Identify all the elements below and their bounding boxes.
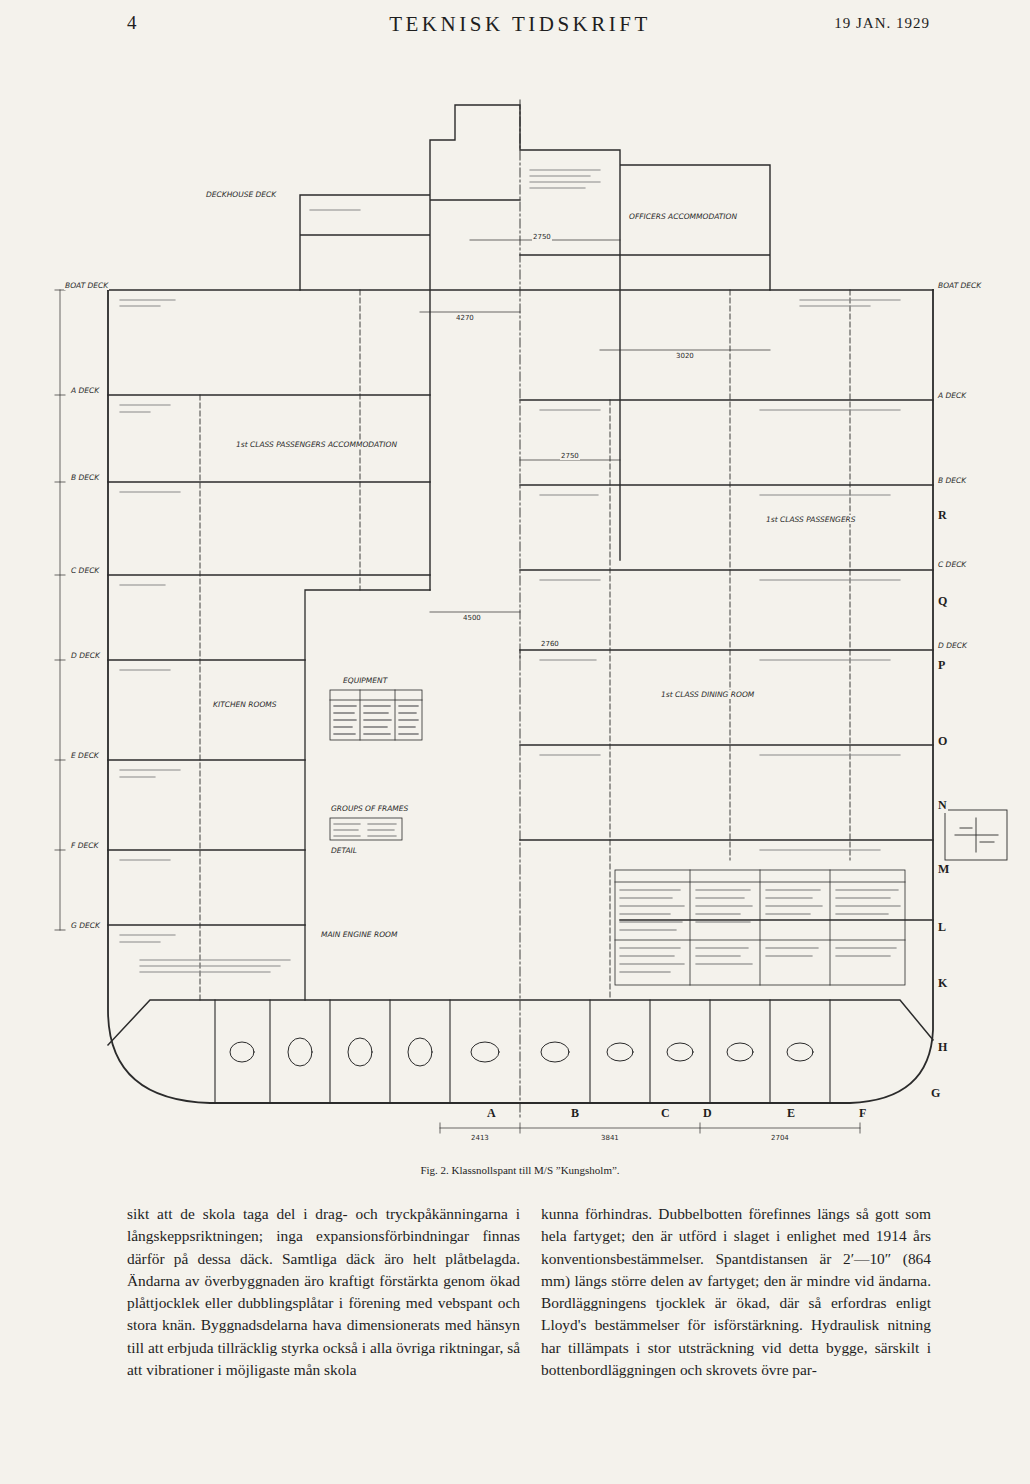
dimension-line: [440, 1123, 860, 1133]
deck-name: BOAT DECK: [64, 281, 109, 290]
dimension: 2704: [770, 1134, 790, 1142]
frame-letter: L: [937, 920, 947, 935]
scantling-table: [615, 870, 905, 985]
dimension: 2750: [560, 452, 580, 460]
centre-line: [520, 100, 521, 1118]
lightening-hole: [541, 1042, 569, 1062]
space-name: 1st CLASS DINING ROOM: [660, 690, 755, 699]
deck-name: A DECK: [937, 391, 967, 400]
table-frame: [330, 818, 402, 840]
frame-letter: M: [937, 862, 950, 877]
table-frame: [615, 870, 905, 985]
lightening-hole: [727, 1043, 753, 1061]
detail-sketch: [945, 810, 1007, 860]
space-name: OFFICERS ACCOMMODATION: [628, 212, 738, 221]
table-entries: [620, 890, 900, 972]
detail-box: [945, 810, 1007, 860]
deck-name: B DECK: [70, 473, 100, 482]
frame-letter: Q: [937, 594, 948, 609]
deck-name: E DECK: [70, 751, 100, 760]
engine-casing: [305, 590, 430, 1000]
frame-letter: O: [937, 734, 948, 749]
dimension: 2413: [470, 1134, 490, 1142]
strake-letter: F: [858, 1106, 867, 1121]
hull-outline: [108, 290, 933, 1103]
figure-caption: Fig. 2. Klassnollspant till M/S ”Kungsho…: [420, 1164, 619, 1176]
frame-letter: K: [937, 976, 948, 991]
strake-letter: A: [486, 1106, 497, 1121]
strake-letter: D: [702, 1106, 713, 1121]
frames-table: [330, 818, 402, 840]
space-name: 1st CLASS PASSENGERS: [765, 515, 857, 524]
lightening-hole: [471, 1042, 499, 1062]
dimension: 2750: [532, 233, 552, 241]
space-name: KITCHEN ROOMS: [212, 700, 278, 709]
deck-name: DECKHOUSE DECK: [205, 190, 277, 199]
deck-name: BOAT DECK: [937, 281, 982, 290]
deck-name: A DECK: [70, 386, 100, 395]
frame-letter: N: [937, 798, 948, 813]
lightening-hole: [607, 1043, 633, 1061]
deck-name: D DECK: [70, 651, 101, 660]
dimension: 3841: [600, 1134, 620, 1142]
detail-section: [955, 818, 998, 852]
dimension: 4270: [455, 314, 475, 322]
dimension: 3020: [675, 352, 695, 360]
lightening-hole: [408, 1038, 432, 1066]
lightening-hole: [787, 1043, 813, 1061]
lightening-hole: [667, 1043, 693, 1061]
table-rules: [330, 690, 422, 740]
lightening-hole: [348, 1038, 372, 1066]
space-name: MAIN ENGINE ROOM: [320, 930, 398, 939]
deck-name: F DECK: [70, 841, 99, 850]
deck-name: B DECK: [937, 476, 967, 485]
dimension-line: [55, 290, 65, 930]
body-text: kunna förhindras. Dubbelbotten förefinne…: [541, 1203, 931, 1381]
deck-name: C DECK: [937, 560, 967, 569]
table-frame: [330, 690, 422, 740]
space-name: 1st CLASS PASSENGERS ACCOMMODATION: [235, 440, 398, 449]
table-heading: DETAIL: [330, 846, 358, 855]
lightening-hole: [230, 1042, 254, 1062]
deck-name: C DECK: [70, 566, 100, 575]
table-rules: [615, 870, 905, 985]
table-entries: [334, 706, 418, 734]
tank-top: [108, 1000, 933, 1045]
frame-letter: G: [930, 1086, 941, 1101]
dimension: 4500: [462, 614, 482, 622]
annotation-scribbles: [120, 170, 900, 972]
bottom-floors: [215, 1000, 830, 1103]
deck-name: D DECK: [937, 641, 968, 650]
strake-letter: C: [660, 1106, 671, 1121]
dimension-line: [420, 240, 770, 660]
dimension: 2760: [540, 640, 560, 648]
table-entries: [334, 824, 396, 836]
lightening-hole: [288, 1038, 312, 1066]
deck-name: G DECK: [70, 921, 101, 930]
table-heading: GROUPS OF FRAMES: [330, 804, 409, 813]
pillars: [200, 290, 850, 1000]
deck-lines-port: [108, 290, 430, 925]
strake-letter: B: [570, 1106, 580, 1121]
superstructure: [300, 105, 770, 590]
issue-date: 19 JAN. 1929: [834, 15, 930, 32]
frame-letter: H: [937, 1040, 948, 1055]
page-number: 4: [127, 12, 137, 34]
frame-letter: P: [937, 658, 946, 673]
equipment-table: [330, 690, 422, 740]
strake-letter: E: [786, 1106, 796, 1121]
table-heading: EQUIPMENT: [342, 676, 388, 685]
frame-letter: R: [937, 508, 948, 523]
body-text: sikt att de skola taga del i drag- och t…: [127, 1203, 520, 1381]
deck-lines-starboard: [520, 290, 933, 920]
lightening-holes: [230, 1038, 813, 1066]
running-head: TEKNISK TIDSKRIFT: [389, 12, 651, 37]
